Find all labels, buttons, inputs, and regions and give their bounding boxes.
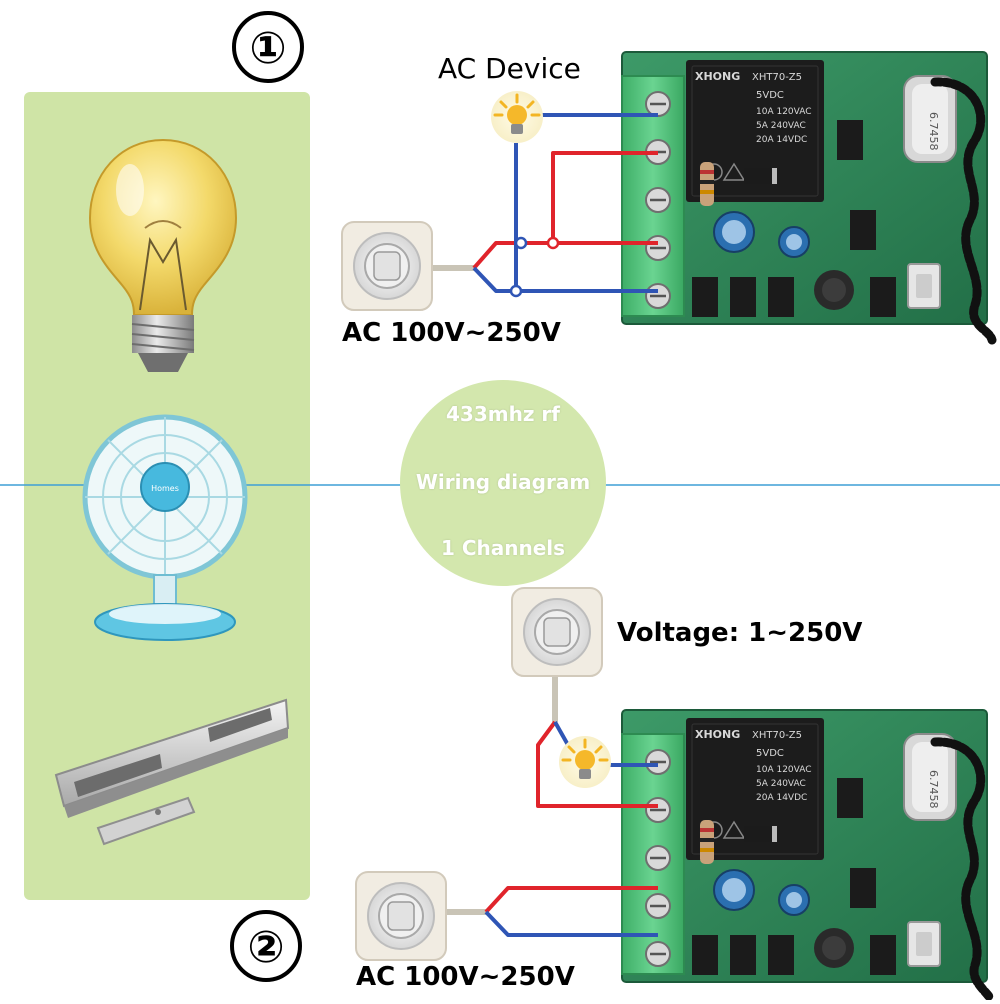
badge-channels: 1 Channels [440,536,566,560]
load-bulb-icon [557,734,613,790]
supply-label-2: AC 100V~250V [356,962,575,992]
relay-rating-1-b: 10A 120VAC [756,765,812,775]
relay-board-1: XHONG XHT70-Z5 5VDC 10A 120VAC 5A 240VAC… [620,50,989,326]
diagram-2-wires [440,670,658,937]
diagram-1-wires [432,113,658,293]
ac-device-bulb-icon [489,89,545,145]
relay-brand: XHONG [695,70,740,83]
crystal-marking-2: 6.7458 [927,770,940,809]
ac-device-label: AC Device [438,52,581,85]
relay-rating-2-b: 5A 240VAC [756,779,806,789]
step-1-circle [232,11,304,83]
center-badge [400,380,606,586]
relay-rating-1: 10A 120VAC [756,107,812,117]
antenna-1 [930,77,997,345]
relay-coil-2: 5VDC [756,748,784,759]
badge-title: Wiring diagram [415,470,591,494]
relay-board-2: XHONG XHT70-Z5 5VDC 10A 120VAC 5A 240VAC… [620,708,989,984]
relay-model-2: XHT70-Z5 [752,730,802,741]
relay-brand-2: XHONG [695,728,740,741]
light-bulb-icon [88,138,238,372]
step-1-marker: ① [249,23,286,74]
crystal-marking: 6.7458 [927,112,940,151]
relay-rating-3-b: 20A 14VDC [756,793,807,803]
magnetic-lock-icon [54,698,290,846]
fan-brand-text: Homes [151,484,179,493]
wall-socket-voltage [511,587,603,677]
wall-socket-2 [355,871,447,961]
voltage-label: Voltage: 1~250V [617,618,863,648]
supply-label-1: AC 100V~250V [342,318,561,348]
diagram-1-junctions [509,236,560,298]
step-2-marker: ② [247,922,284,973]
relay-coil: 5VDC [756,90,784,101]
table-fan-icon: Homes [82,414,248,641]
step-2-circle [230,910,302,982]
antenna-2 [930,737,995,1003]
relay-model: XHT70-Z5 [752,72,802,83]
badge-frequency: 433mhz rf [446,402,560,426]
wall-socket-1 [341,221,433,311]
relay-rating-2: 5A 240VAC [756,121,806,131]
relay-rating-3: 20A 14VDC [756,135,807,145]
